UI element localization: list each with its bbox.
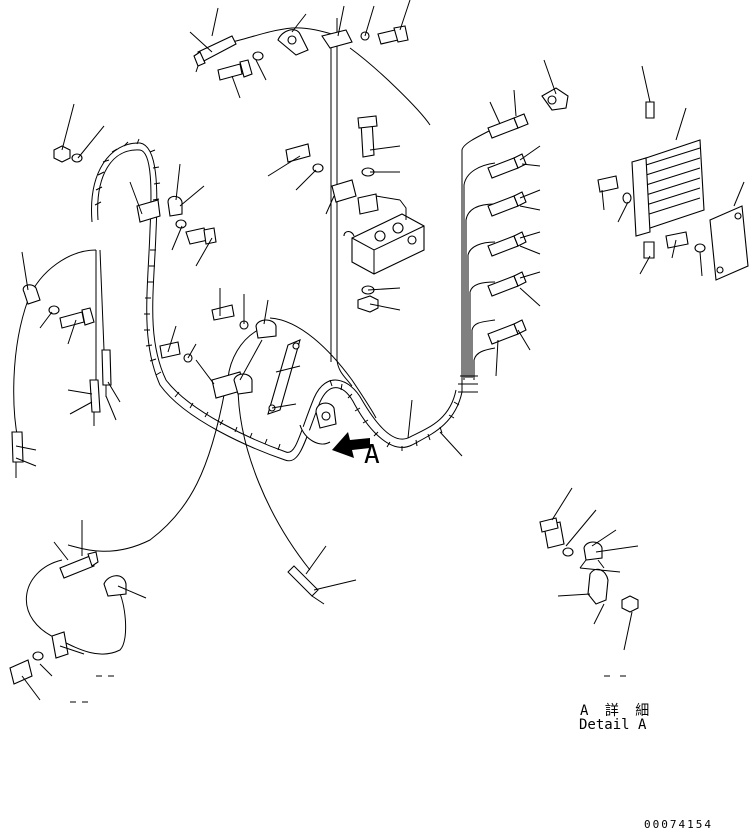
center-bracket — [159, 304, 301, 415]
detail-a-connector — [299, 402, 337, 445]
elbow-fitting — [541, 87, 569, 111]
center-bolts — [285, 115, 379, 313]
main-harness — [91, 18, 463, 462]
manifold-block — [597, 101, 749, 281]
detail-a-parts — [539, 517, 639, 613]
detail-label-japanese: A 詳 細 — [580, 703, 654, 719]
view-marker-letter: A — [364, 440, 380, 470]
top-clamp — [277, 29, 353, 56]
connector-sensors — [487, 113, 529, 345]
left-branch-wires — [13, 249, 377, 655]
left-sensor-clip — [22, 284, 95, 329]
dash-marks — [70, 675, 626, 703]
top-sensor — [193, 35, 237, 73]
left-vertical-sensors — [11, 349, 112, 478]
drawing-number: 00074154 — [644, 818, 713, 831]
detail-label-english: Detail A — [579, 717, 647, 733]
bottom-left-parts — [9, 551, 325, 685]
harness-clamp-left — [136, 195, 217, 245]
view-arrow — [332, 432, 370, 458]
top-wire — [231, 27, 431, 126]
top-bolts — [217, 25, 409, 81]
left-nut-washer — [53, 145, 83, 163]
leader-lines — [15, 0, 745, 701]
valve-block — [343, 213, 425, 275]
